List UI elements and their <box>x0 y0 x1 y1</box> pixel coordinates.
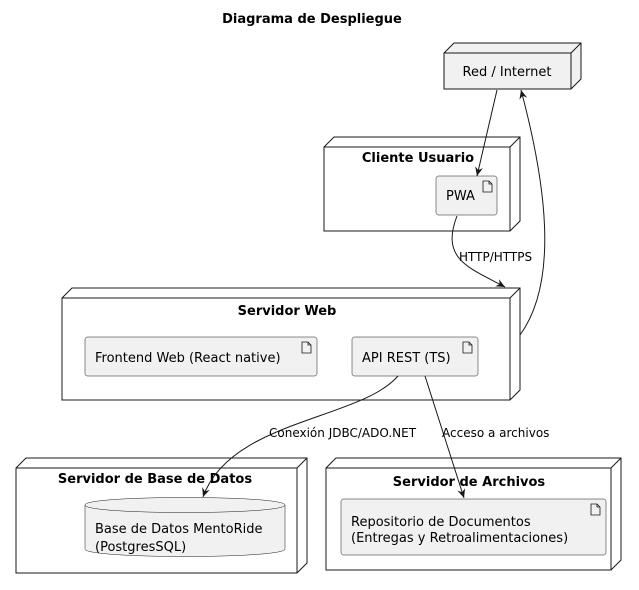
client-node-title: Cliente Usuario <box>362 151 474 166</box>
pwa-label: PWA <box>446 189 475 204</box>
edge-web-to-internet <box>519 89 546 336</box>
internet-node: Red / Internet <box>443 42 582 90</box>
frontend-label: Frontend Web (React native) <box>95 351 281 366</box>
internet-label: Red / Internet <box>463 65 552 80</box>
repository-artifact: Repositorio de Documentos (Entregas y Re… <box>340 498 607 556</box>
database-cylinder: Base de Datos MentoRide (PostgresSQL) <box>84 497 286 557</box>
db-label-line1: Base de Datos MentoRide <box>95 522 263 537</box>
artifact-icon <box>462 341 473 354</box>
edge-label-files: Acceso a archivos <box>442 426 549 440</box>
edge-pwa-to-web <box>451 215 506 288</box>
api-label: API REST (TS) <box>362 351 451 366</box>
frontend-artifact: Frontend Web (React native) <box>84 336 318 377</box>
api-artifact: API REST (TS) <box>351 336 479 377</box>
edge-label-http: HTTP/HTTPS <box>459 250 532 264</box>
edge-api-to-db <box>202 375 399 498</box>
diagram-title: Diagrama de Despliegue <box>222 12 402 27</box>
artifact-icon <box>301 341 312 354</box>
db-server-title: Servidor de Base de Datos <box>58 472 252 487</box>
edge-label-jdbc: Conexión JDBC/ADO.NET <box>269 426 417 440</box>
db-label-line2: (PostgresSQL) <box>95 540 186 555</box>
edge-api-to-files <box>424 375 466 499</box>
repo-label-line1: Repositorio de Documentos <box>351 515 531 530</box>
artifact-icon <box>590 503 601 516</box>
pwa-artifact: PWA <box>435 175 498 216</box>
repo-label-line2: (Entregas y Retroalimentaciones) <box>351 531 568 546</box>
file-server-title: Servidor de Archivos <box>393 475 546 490</box>
web-server-title: Servidor Web <box>238 304 337 319</box>
edge-internet-to-pwa <box>475 89 498 177</box>
artifact-icon <box>482 180 493 193</box>
